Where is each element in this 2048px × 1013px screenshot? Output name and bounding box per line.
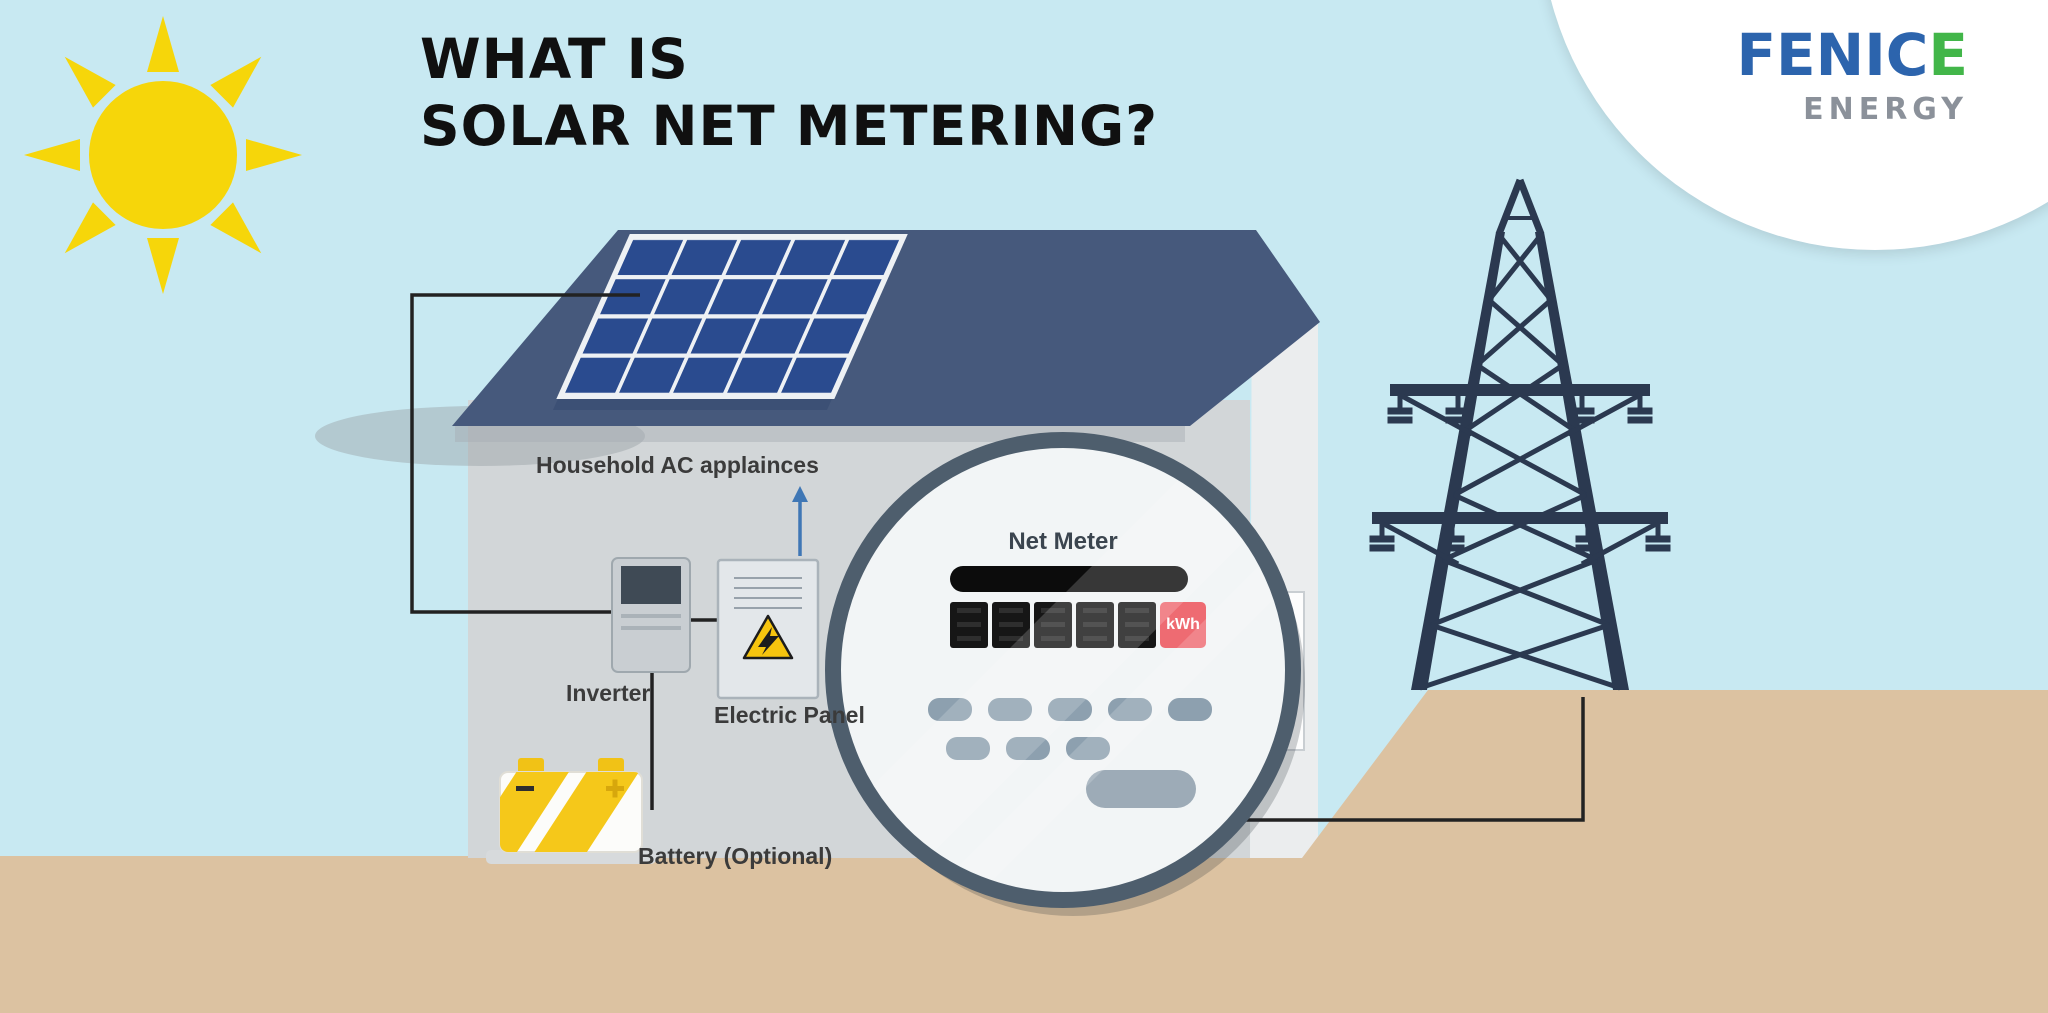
up-arrow-icon (792, 486, 808, 556)
solar-panel-icon (556, 234, 908, 399)
hill (1302, 690, 2048, 1013)
title-line-1: WHAT IS (420, 27, 689, 91)
warning-lightning-icon (742, 614, 794, 660)
brand-name-blue: FENIC (1736, 21, 1929, 89)
battery-plus (606, 779, 624, 798)
electric-panel-icon (716, 558, 820, 700)
panel-to-inverter-wire (410, 293, 640, 614)
sun-icon (24, 16, 302, 294)
net-meter-label: Net Meter (1008, 528, 1118, 555)
meter-display-bar (950, 566, 1188, 592)
electric-panel-label: Electric Panel (714, 702, 865, 728)
inverter-icon (611, 557, 691, 673)
meter-buttons (928, 698, 1212, 808)
battery-label: Battery (Optional) (638, 843, 833, 869)
transmission-tower-icon (1369, 178, 1671, 691)
brand-logo: FENICE (1672, 26, 1968, 84)
household-appliances-label: Household AC applainces (536, 452, 819, 478)
wires (410, 293, 718, 810)
kwh-badge (1160, 602, 1206, 648)
brand-subtitle: ENERGY (1803, 92, 1968, 127)
battery-icon (486, 758, 656, 864)
page-title: WHAT IS SOLAR NET METERING? (420, 26, 1158, 160)
kwh-unit-label: kWh (1166, 616, 1200, 633)
title-line-2: SOLAR NET METERING? (420, 94, 1159, 159)
net-meter-icon (825, 432, 1305, 916)
inverter-label: Inverter (566, 680, 651, 706)
meter-to-grid-wire (1230, 697, 1585, 822)
battery-minus (516, 786, 534, 791)
brand-name-green: E (1928, 21, 1968, 89)
